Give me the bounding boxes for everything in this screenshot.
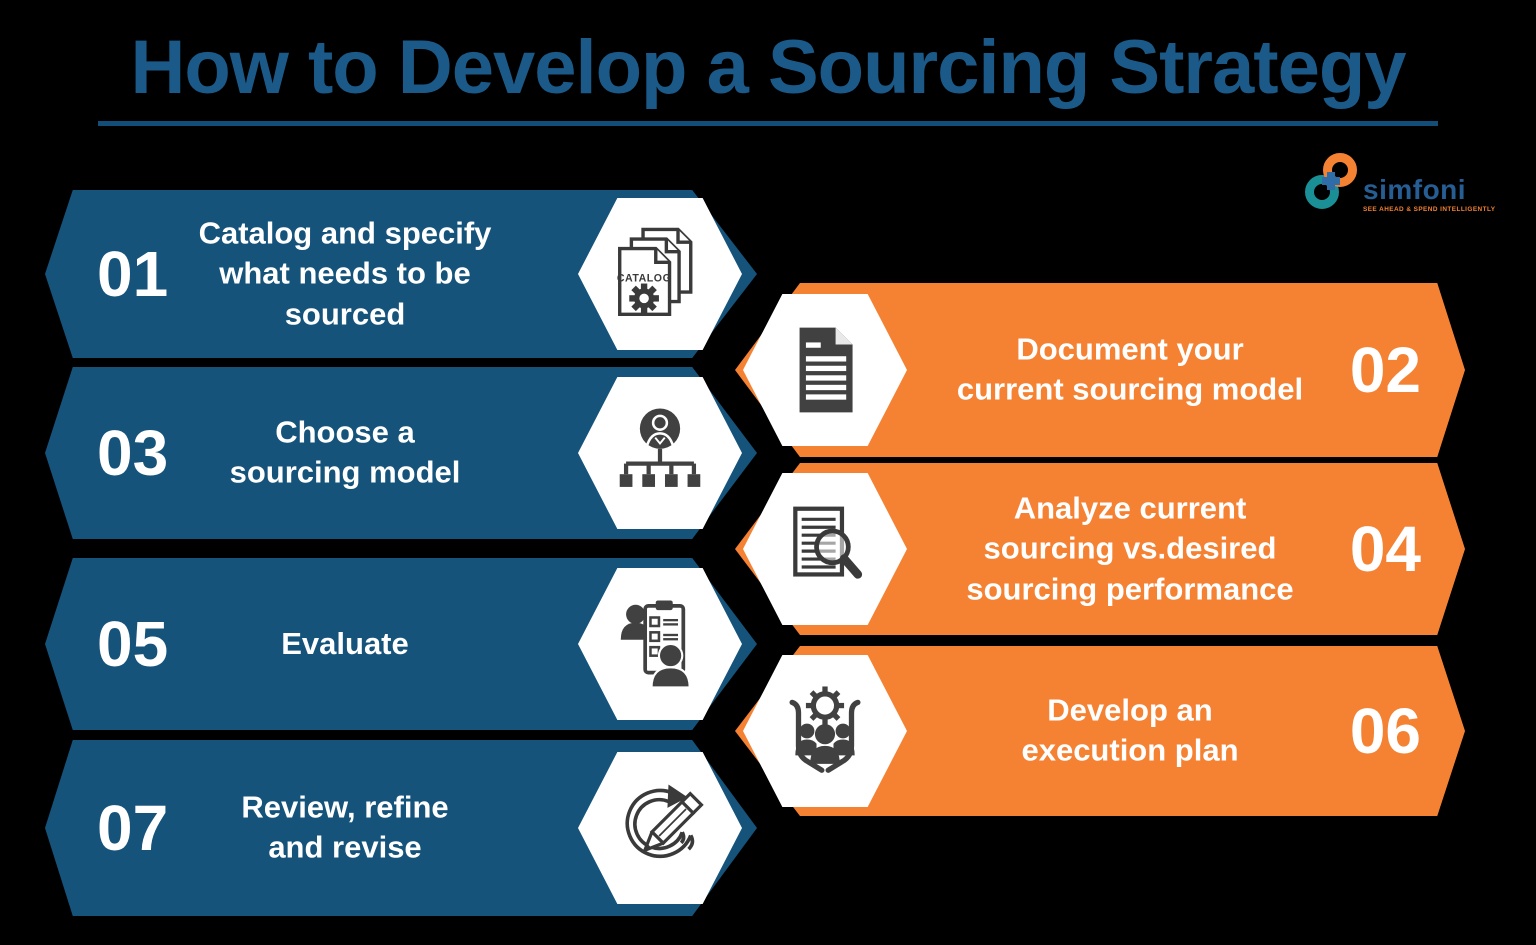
pencil-cycle-icon [625, 784, 704, 859]
step-02-label: Document your current sourcing model [956, 331, 1304, 407]
step-03-hexagon [578, 377, 742, 529]
step-04-hexagon [743, 473, 907, 625]
step-03-label: Choose a sourcing model [229, 414, 461, 490]
logo-text: simfoni SEE AHEAD & SPEND INTELLIGENTLY [1363, 173, 1496, 213]
logo-tagline: SEE AHEAD & SPEND INTELLIGENTLY [1363, 206, 1496, 213]
step-07-number: 07 [97, 792, 169, 864]
step-06-hexagon [743, 655, 907, 807]
org-chart-icon [619, 408, 701, 487]
page-title: How to Develop a Sourcing Strategy [130, 25, 1406, 110]
simfoni-logo: simfoni SEE AHEAD & SPEND INTELLIGENTLY [1302, 150, 1495, 216]
step-04-label: Analyze current sourcing vs.desired sour… [966, 490, 1294, 607]
step-05-hexagon [578, 568, 742, 720]
step-07-label: Review, refine and revise [241, 789, 449, 865]
title-underline [98, 121, 1438, 126]
step-01-number: 01 [97, 238, 169, 310]
simfoni-logo-icon [1305, 153, 1357, 209]
document-icon [799, 327, 853, 413]
step-02-number: 02 [1349, 334, 1421, 406]
catalog-icon: CATALOG [617, 227, 693, 316]
clipboard-people-icon [620, 600, 691, 689]
step-06-label: Develop an execution plan [1021, 692, 1239, 768]
step-01-hexagon: CATALOG [578, 198, 742, 350]
logo-wordmark: simfoni [1363, 173, 1467, 205]
document-magnifier-icon [793, 506, 863, 579]
step-01-label: Catalog and specify what needs to be sou… [198, 215, 492, 332]
step-02-hexagon [743, 294, 907, 446]
step-03-number: 03 [97, 417, 169, 489]
step-04-number: 04 [1349, 513, 1421, 585]
gear-team-icon [789, 686, 861, 773]
step-06-number: 06 [1349, 695, 1421, 767]
svg-text:CATALOG: CATALOG [617, 272, 672, 284]
step-07-hexagon [578, 752, 742, 904]
step-05-number: 05 [97, 608, 169, 680]
step-05-label: Evaluate [281, 625, 409, 661]
